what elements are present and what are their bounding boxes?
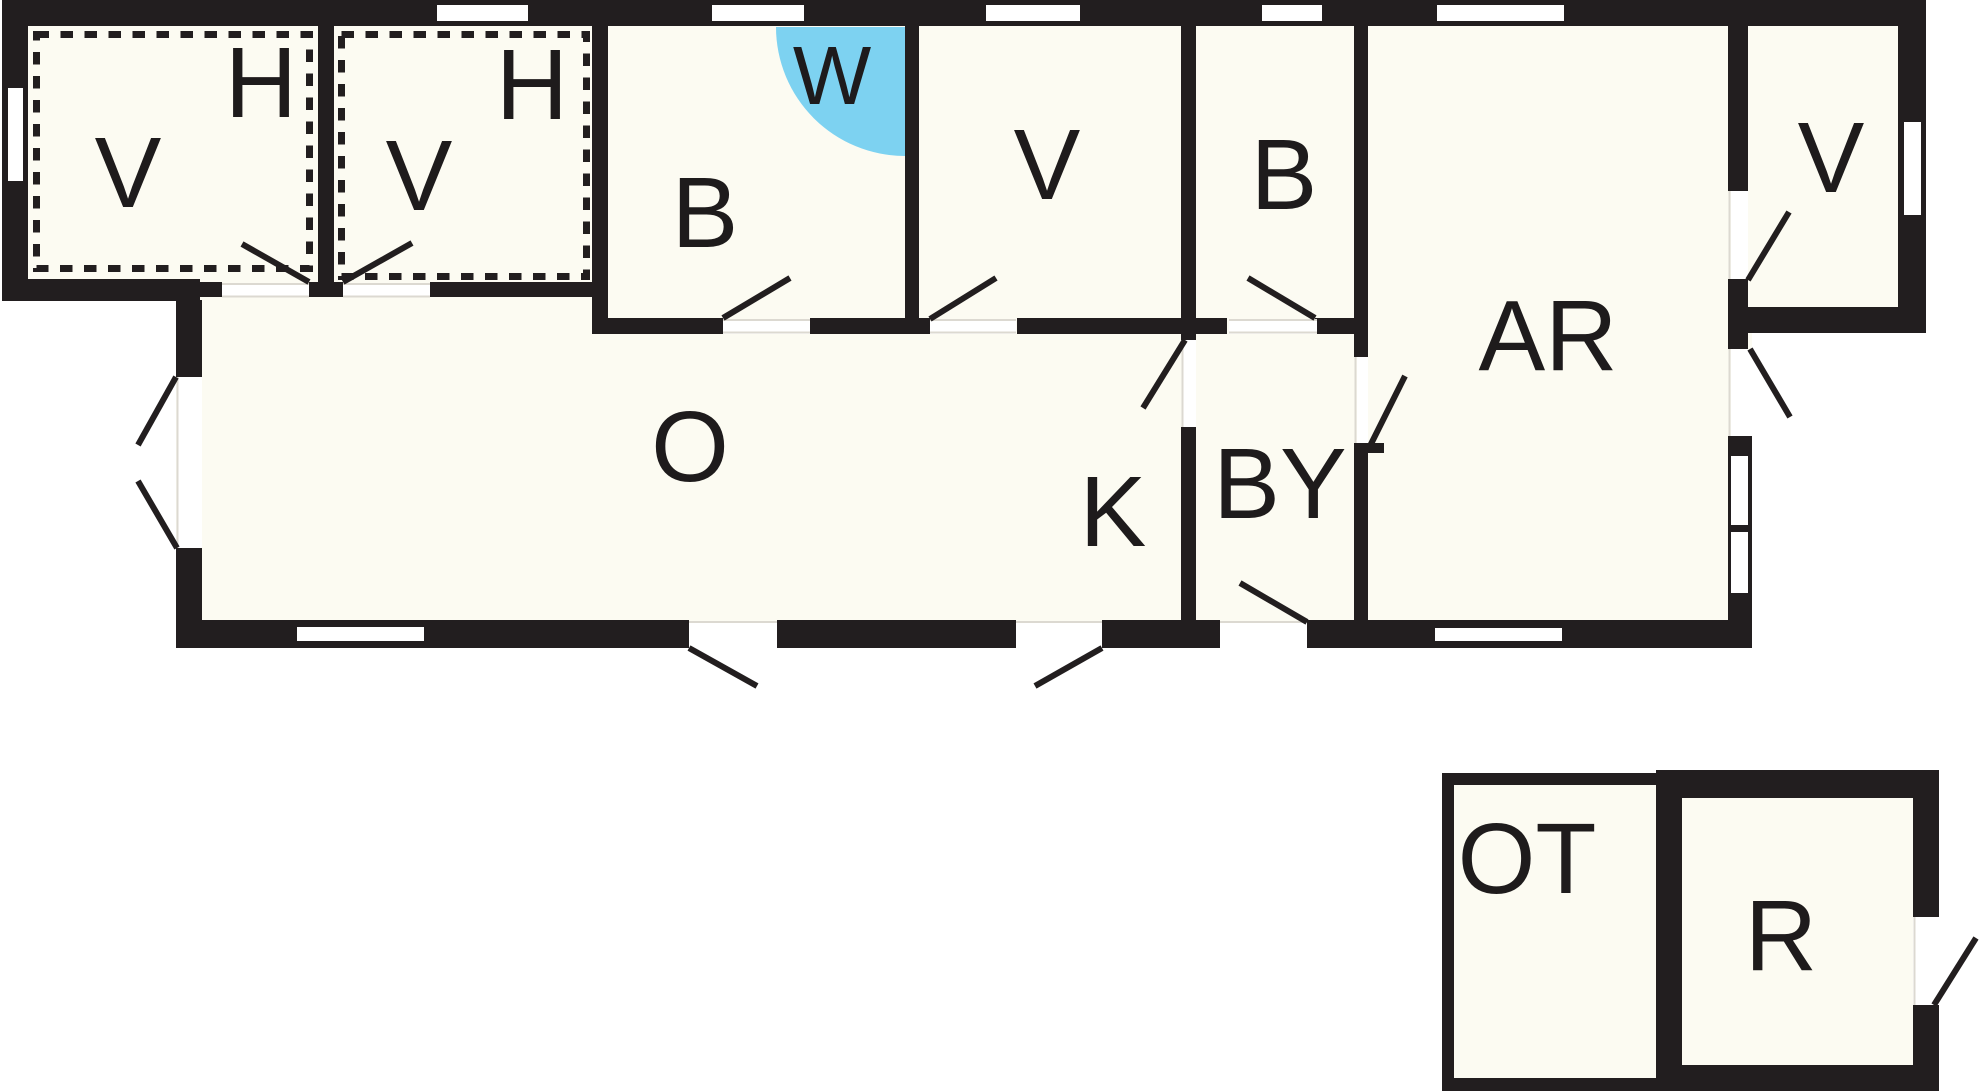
svg-text:BY: BY [1213,428,1346,540]
svg-text:V: V [95,117,162,229]
svg-text:H: H [496,29,568,141]
svg-text:H: H [225,27,297,139]
svg-text:V: V [386,120,453,232]
svg-text:O: O [651,391,729,503]
svg-text:OT: OT [1458,803,1597,915]
svg-text:B: B [672,157,739,269]
svg-text:V: V [1014,109,1081,221]
svg-text:V: V [1798,102,1865,214]
svg-text:AR: AR [1479,280,1618,392]
svg-text:B: B [1251,119,1318,231]
svg-text:R: R [1745,880,1817,992]
svg-text:W: W [793,29,872,122]
svg-text:K: K [1080,456,1147,568]
